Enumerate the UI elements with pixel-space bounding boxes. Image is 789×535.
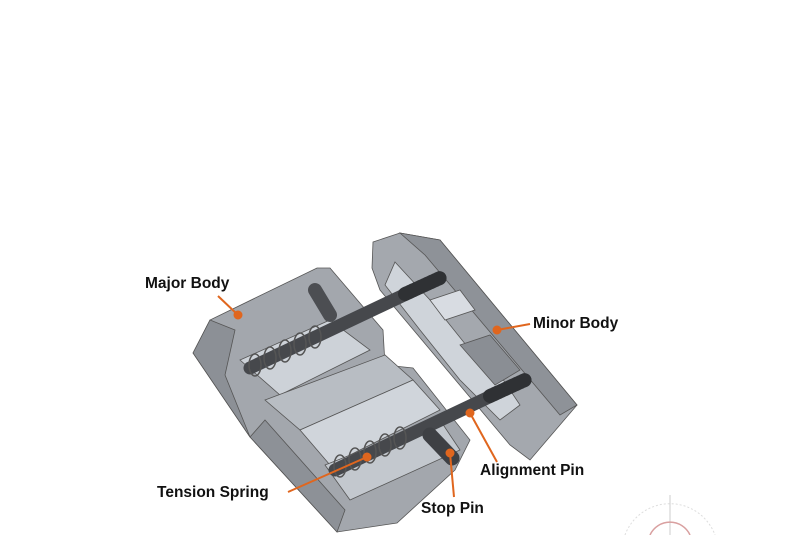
label-alignment-pin: Alignment Pin <box>480 462 585 479</box>
target-watermark-icon <box>624 495 716 535</box>
label-major-body: Major Body <box>145 275 230 292</box>
label-minor-body: Minor Body <box>533 315 619 332</box>
major-body <box>192 267 471 533</box>
leader-lines <box>217 295 531 498</box>
label-tension-spring: Tension Spring <box>157 484 269 501</box>
label-stop-pin: Stop Pin <box>421 500 484 517</box>
